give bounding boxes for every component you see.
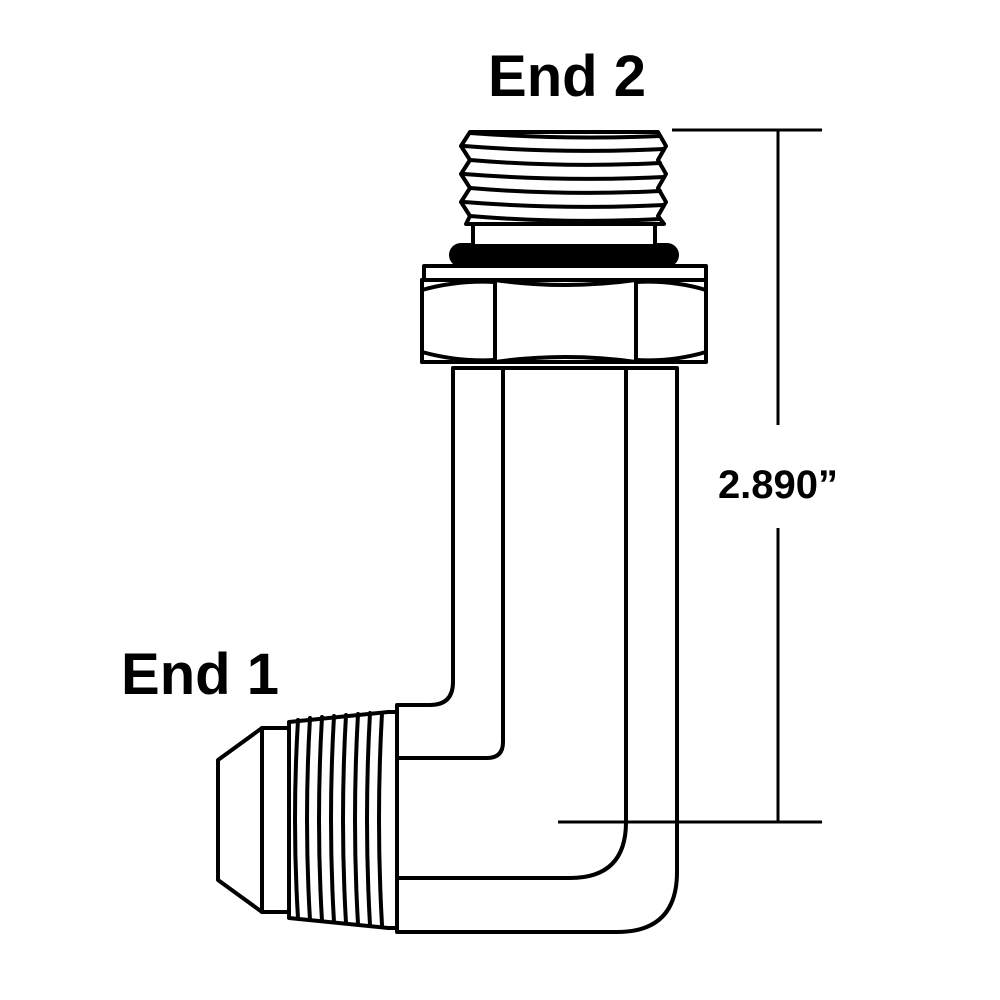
elbow-outer-outline xyxy=(395,366,679,934)
hex-nut-flat-bottom xyxy=(493,355,638,364)
hex-nut-chamfer-bl xyxy=(420,350,497,363)
elbow-body xyxy=(395,366,679,934)
washer-flange xyxy=(422,264,708,282)
end1-fitting xyxy=(216,710,399,930)
end2-label: End 2 xyxy=(488,44,646,109)
hex-nut-chamfer-br xyxy=(634,350,708,363)
dimension-label: 2.890” xyxy=(718,463,838,507)
hex-nut-outline xyxy=(420,278,708,364)
end1-flare-nose xyxy=(216,726,291,914)
end2-thread-crests xyxy=(462,131,666,223)
elbow-inner-bore-upper xyxy=(395,368,505,760)
end2-thread-section xyxy=(459,130,668,248)
elbow-inner-bore-lower xyxy=(395,368,628,880)
hex-nut xyxy=(420,278,708,364)
end1-label: End 1 xyxy=(121,642,279,707)
dimension: 2.890” xyxy=(558,128,838,824)
o-ring xyxy=(449,243,679,267)
end1-thread-crests xyxy=(293,711,384,927)
